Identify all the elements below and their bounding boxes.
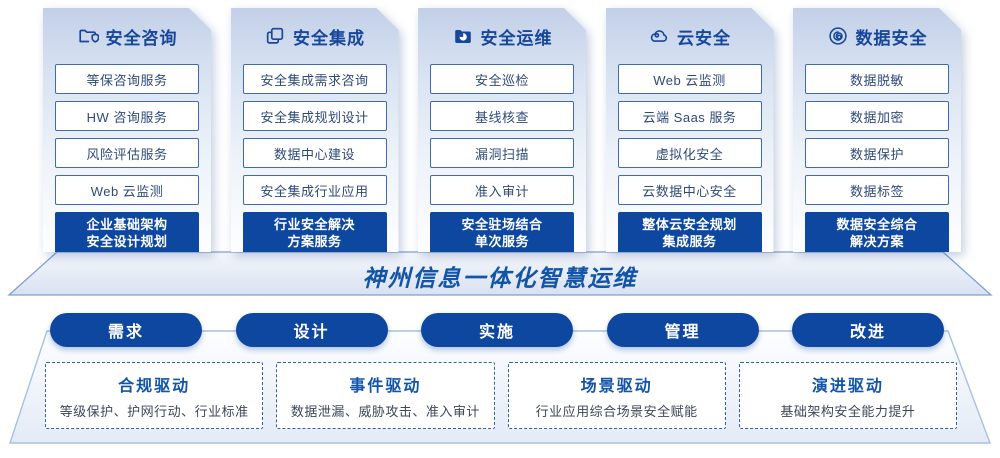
platform-title: 神州信息一体化智慧运维 <box>362 265 638 291</box>
driver-desc: 等级保护、护网行动、行业标准 <box>59 403 249 419</box>
service-item: Web 云监测 <box>55 175 199 205</box>
service-item: 安全集成行业应用 <box>243 175 387 205</box>
service-item: 虚拟化安全 <box>618 138 762 168</box>
driver-desc: 基础架构安全能力提升 <box>780 403 916 419</box>
driver-title: 事件驱动 <box>349 377 422 395</box>
documents-copy-icon <box>264 25 286 47</box>
folder-shield-icon <box>77 25 99 47</box>
phase-pill-requirement: 需求 <box>50 313 202 347</box>
column-security-operations: 安全运维 安全巡检 基线核查 漏洞扫描 准入审计 安全驻场结合 单次服务 <box>418 8 586 252</box>
phase-pill-implementation: 实施 <box>421 313 573 347</box>
column-title: 数据安全 <box>855 28 928 48</box>
service-item: 漏洞扫描 <box>430 138 574 168</box>
column-footer: 数据安全综合 解决方案 <box>805 212 949 255</box>
service-item: 数据保护 <box>805 138 949 168</box>
phase-pill-management: 管理 <box>606 313 759 347</box>
phase-pill-design: 设计 <box>235 313 388 347</box>
service-item: 数据加密 <box>805 101 949 131</box>
driver-boxes: 合规驱动 等级保护、护网行动、行业标准 事件驱动 数据泄漏、威胁攻击、准入审计 … <box>45 362 957 429</box>
column-cloud-security: 云安全 Web 云监测 云端 Saas 服务 虚拟化安全 云数据中心安全 整体云… <box>606 8 774 252</box>
service-item: 基线核查 <box>430 101 574 131</box>
driver-compliance: 合规驱动 等级保护、护网行动、行业标准 <box>45 362 264 429</box>
service-item: 云数据中心安全 <box>618 175 762 205</box>
driver-scenario: 场景驱动 行业应用综合场景安全赋能 <box>507 362 726 429</box>
driver-title: 合规驱动 <box>118 377 191 395</box>
service-item: 数据脱敏 <box>805 64 949 94</box>
service-item: 数据中心建设 <box>243 138 387 168</box>
column-title: 安全集成 <box>293 28 365 48</box>
driver-incident: 事件驱动 数据泄漏、威胁攻击、准入审计 <box>276 362 495 429</box>
column-footer: 安全驻场结合 单次服务 <box>430 212 574 255</box>
service-item: 安全集成需求咨询 <box>243 64 387 94</box>
service-item: 准入审计 <box>430 175 574 205</box>
column-header: 安全运维 <box>430 23 574 49</box>
column-header: 安全集成 <box>243 23 387 49</box>
column-footer: 整体云安全规划 集成服务 <box>618 212 762 255</box>
column-header: 云安全 <box>618 23 762 49</box>
driver-desc: 数据泄漏、威胁攻击、准入审计 <box>290 403 480 419</box>
driver-title: 演进驱动 <box>811 377 884 395</box>
service-columns: 安全咨询 等保咨询服务 HW 咨询服务 风险评估服务 Web 云监测 企业基础架… <box>43 8 961 252</box>
service-item: Web 云监测 <box>618 64 762 94</box>
service-item: HW 咨询服务 <box>55 101 199 131</box>
service-item: 安全集成规划设计 <box>243 101 387 131</box>
column-title: 安全咨询 <box>105 28 178 48</box>
service-item: 云端 Saas 服务 <box>618 101 762 131</box>
column-security-integration: 安全集成 安全集成需求咨询 安全集成规划设计 数据中心建设 安全集成行业应用 行… <box>231 8 399 252</box>
column-title: 云安全 <box>677 28 731 48</box>
column-data-security: 数据安全 数据脱敏 数据加密 数据保护 数据标签 数据安全综合 解决方案 <box>793 8 961 252</box>
service-item: 风险评估服务 <box>55 138 199 168</box>
spiral-fingerprint-icon <box>827 25 849 47</box>
folder-pie-icon <box>452 25 474 47</box>
column-title: 安全运维 <box>480 28 553 48</box>
column-header: 数据安全 <box>805 23 949 49</box>
column-security-consulting: 安全咨询 等保咨询服务 HW 咨询服务 风险评估服务 Web 云监测 企业基础架… <box>43 8 211 252</box>
column-footer: 行业安全解决 方案服务 <box>243 212 387 255</box>
service-item: 数据标签 <box>805 175 949 205</box>
phase-pills: 需求 设计 实施 管理 改进 <box>50 313 950 347</box>
column-footer: 企业基础架构 安全设计规划 <box>55 212 199 255</box>
platform-top-shape <box>7 251 993 296</box>
service-item: 安全巡检 <box>430 64 574 94</box>
service-item: 等保咨询服务 <box>55 64 199 94</box>
driver-evolution: 演进驱动 基础架构安全能力提升 <box>738 362 957 429</box>
cloud-icon <box>648 25 670 47</box>
column-header: 安全咨询 <box>55 23 199 49</box>
driver-title: 场景驱动 <box>580 377 653 395</box>
driver-desc: 行业应用综合场景安全赋能 <box>535 403 698 419</box>
phase-pill-improvement: 改进 <box>792 313 944 347</box>
